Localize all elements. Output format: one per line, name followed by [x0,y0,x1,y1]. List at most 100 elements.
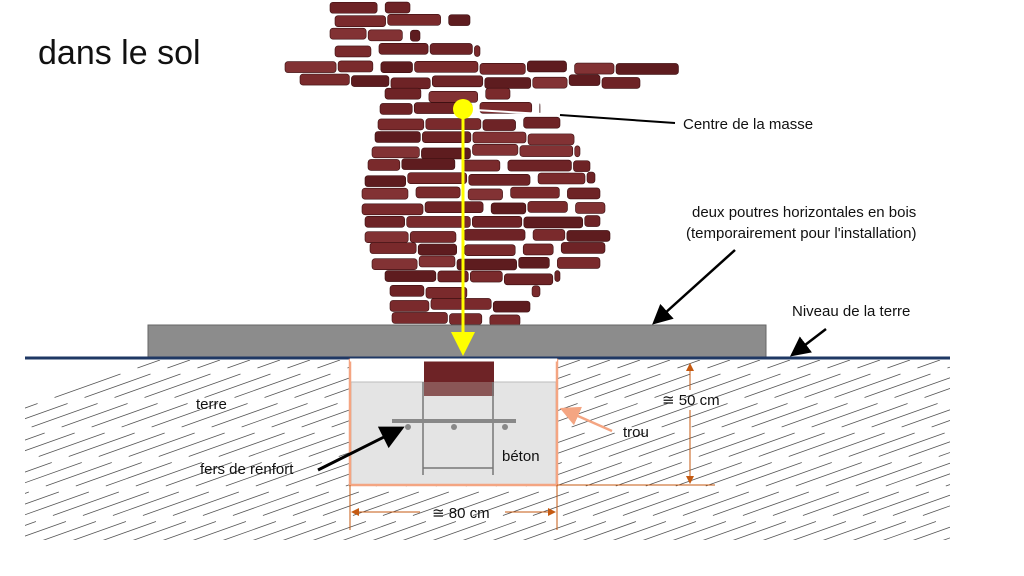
sculpture-piece [337,60,374,73]
sculpture-piece [615,63,679,75]
sculpture-piece [557,257,601,269]
sculpture-piece [334,15,386,27]
sculpture-piece [482,119,516,131]
hatch-line [960,360,1024,545]
hatch-line [702,452,950,540]
sculpture [284,1,679,327]
centre-pointer [559,114,676,124]
sculpture-piece [507,159,572,172]
sculpture-piece [428,91,479,103]
sculpture-piece [429,43,473,55]
hatch-line [25,360,371,484]
sculpture-piece [504,273,554,286]
sculpture-piece [410,29,421,42]
sculpture-piece [527,201,568,213]
hatch-line [552,398,950,540]
sculpture-piece [510,186,560,199]
sculpture-piece [479,63,526,75]
sculpture-piece [401,158,456,170]
depth-label: ≅ 50 cm [662,392,720,409]
hatch-line [25,360,191,420]
beam-label-line1: deux poutres horizontales en bois [692,204,916,221]
width-label: ≅ 80 cm [432,505,490,522]
sculpture-piece [387,14,441,26]
sculpture-piece [522,243,554,256]
hatch-line [372,360,881,540]
wooden-beam [147,324,767,358]
hatch-line [25,360,311,462]
sculpture-piece [519,145,574,157]
sculpture-piece [527,60,567,73]
ground-level-arrow [790,328,827,357]
sculpture-piece [390,77,431,90]
sculpture-piece [389,300,430,312]
sculpture-piece [422,131,472,143]
sculpture-piece [406,216,471,228]
hatch-line [402,360,911,540]
sculpture-piece [492,300,531,313]
hole-arrow [559,406,613,433]
sculpture-piece [463,229,526,241]
sculpture-piece [586,171,596,184]
sculpture-piece [379,103,413,115]
hatch-line [1020,360,1024,545]
sculpture-piece [418,255,456,268]
hatch-line [25,360,251,441]
sculpture-piece [456,258,517,271]
sculpture-piece [484,77,532,89]
hatch-line [25,360,161,409]
sculpture-piece [531,285,541,298]
sculpture-piece [490,202,527,215]
sculpture-piece [329,1,378,14]
sculpture-piece [299,73,350,86]
hatch-line [25,360,431,505]
sculpture-piece [568,74,601,86]
sculpture-piece [391,312,448,324]
sculpture-piece [532,229,566,241]
sculpture-piece [384,270,437,282]
sculpture-piece [371,146,420,159]
hatch-line [642,430,950,540]
hatch-line [312,360,821,540]
concrete-block [350,381,557,486]
sculpture-piece [532,76,568,89]
hatch-line [25,360,341,473]
sculpture-piece [574,62,615,75]
sculpture-piece [449,313,483,325]
sculpture-piece [472,215,523,228]
hatch-line [672,441,950,540]
hatch-line [582,409,950,540]
rebar-arrow [317,426,405,472]
sculpture-piece [462,159,501,172]
hatch-line [492,377,950,540]
sculpture-piece [384,1,411,14]
page-title: dans le sol [38,34,201,72]
hatch-line [990,360,1024,545]
hatch-line [912,526,950,540]
sculpture-piece [417,243,457,256]
rebar-label: fers de renfort [200,461,294,478]
hatch-line [762,473,950,540]
sculpture-piece [489,314,521,327]
post-base [424,360,494,383]
sculpture-piece [334,45,372,58]
sculpture-piece [575,202,606,214]
sculpture-piece [574,145,581,158]
hatch-line [462,366,950,540]
sculpture-piece [430,298,492,310]
sculpture-piece [371,258,418,270]
hatch-line [942,537,950,540]
sculpture-piece [425,118,482,130]
rebar-dot [451,424,457,430]
sculpture-piece [415,186,461,199]
sculpture-piece [518,256,550,269]
sculpture-piece [470,270,503,283]
sculpture-piece [560,242,606,254]
hole-label: trou [623,424,649,441]
soil-label: terre [196,396,227,413]
sculpture-piece [472,131,527,144]
sculpture-piece [566,230,611,242]
sculpture-piece [472,144,519,156]
